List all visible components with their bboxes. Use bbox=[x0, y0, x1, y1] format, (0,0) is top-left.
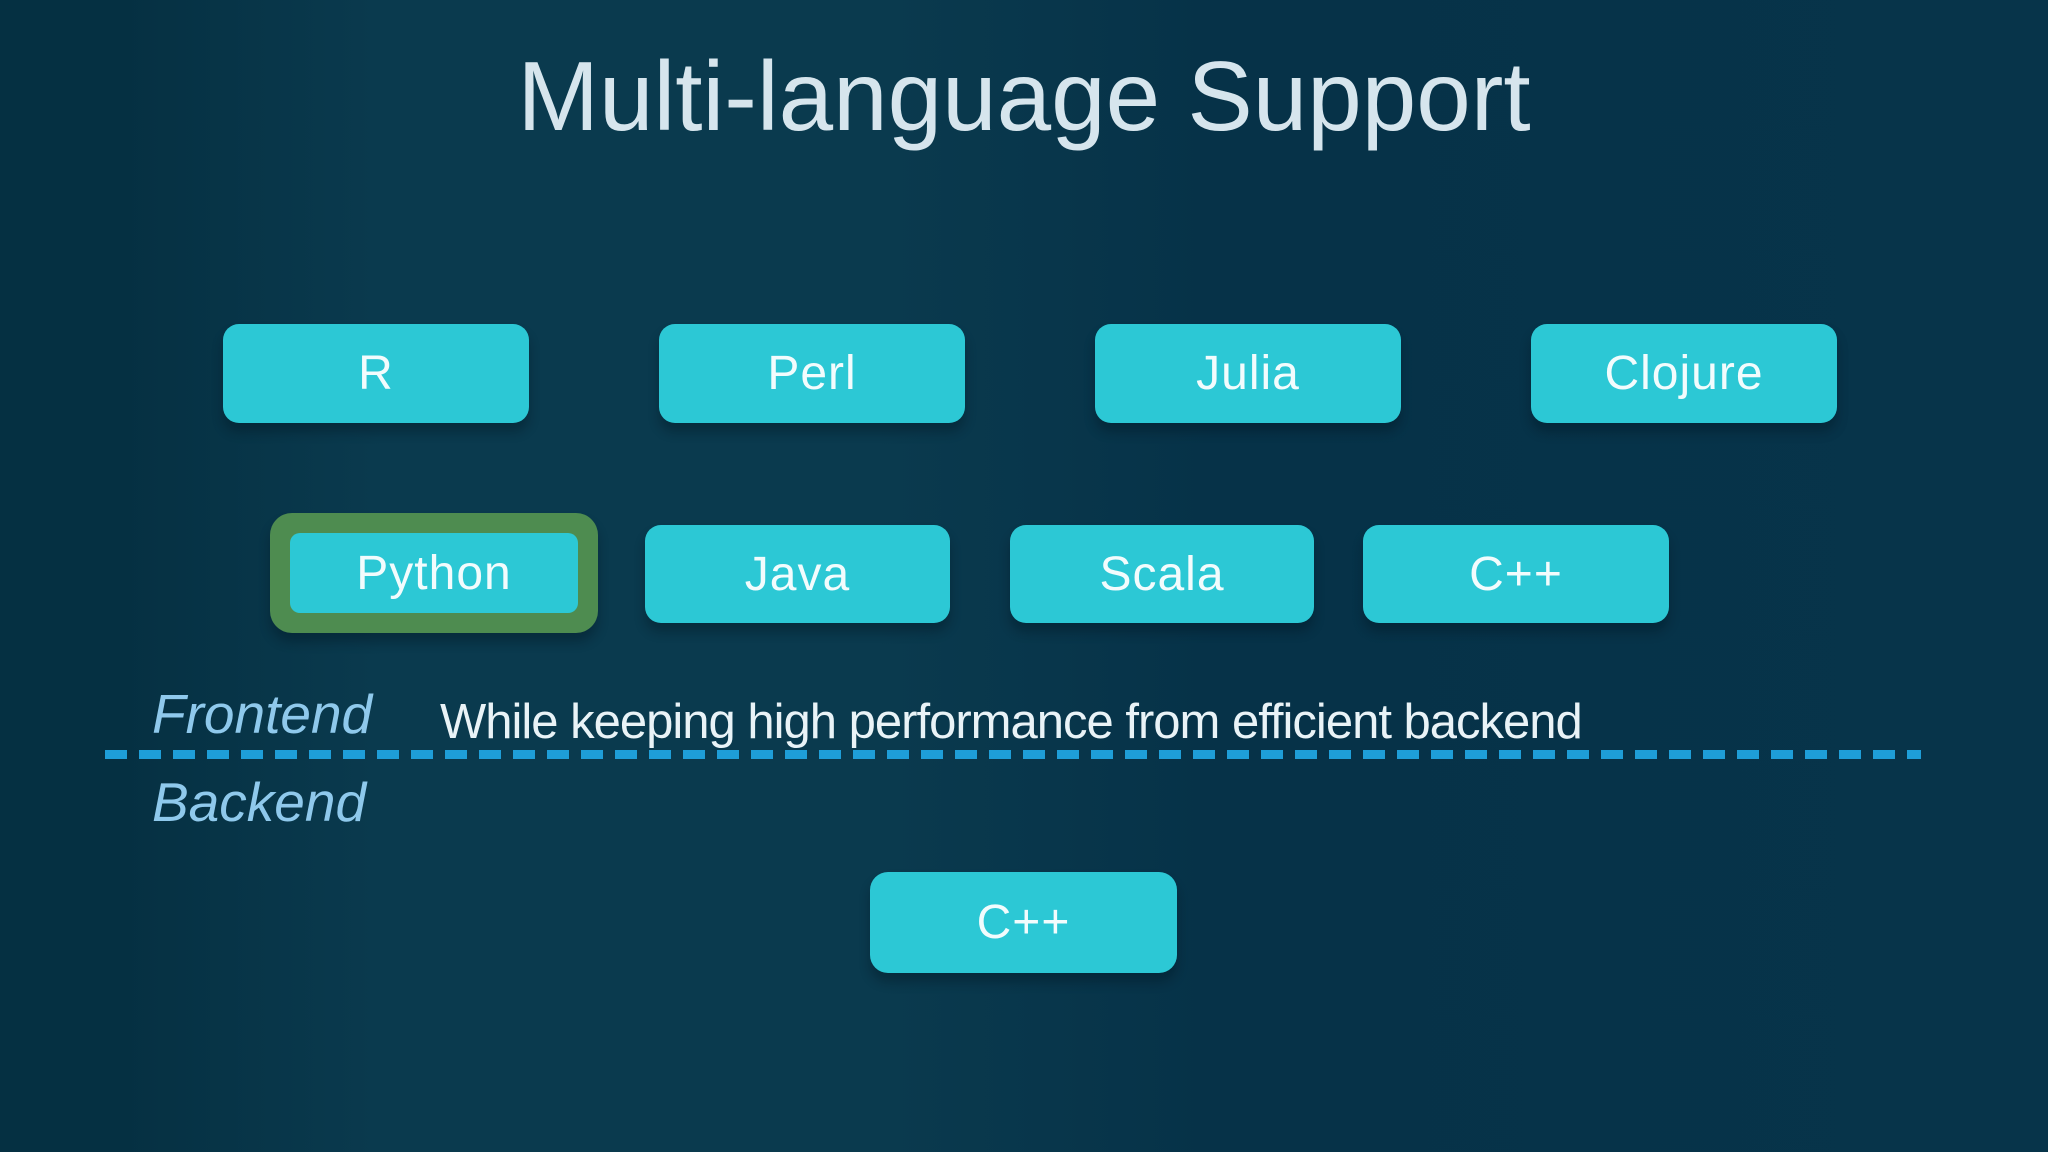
language-label-java: Java bbox=[744, 547, 851, 601]
language-box-cpp-backend: C++ bbox=[870, 872, 1177, 973]
language-box-r: R bbox=[223, 324, 529, 423]
language-box-cpp-frontend: C++ bbox=[1363, 525, 1669, 623]
language-label-clojure: Clojure bbox=[1604, 347, 1764, 400]
language-box-python: Python bbox=[290, 533, 578, 613]
backend-section-label: Backend bbox=[152, 771, 367, 833]
language-label-python: Python bbox=[356, 546, 512, 600]
frontend-backend-divider-line bbox=[105, 750, 1921, 759]
frontend-section-label: Frontend bbox=[152, 683, 373, 745]
language-box-scala: Scala bbox=[1010, 525, 1314, 623]
performance-caption: While keeping high performance from effi… bbox=[440, 695, 1583, 749]
language-label-perl: Perl bbox=[767, 347, 857, 400]
language-box-perl: Perl bbox=[659, 324, 965, 423]
language-label-cpp-frontend: C++ bbox=[1469, 547, 1563, 601]
language-label-scala: Scala bbox=[1099, 547, 1225, 601]
language-box-clojure: Clojure bbox=[1531, 324, 1837, 423]
language-label-cpp-backend: C++ bbox=[976, 896, 1071, 949]
language-box-java: Java bbox=[645, 525, 950, 623]
language-label-julia: Julia bbox=[1196, 347, 1300, 400]
python-highlight-ring: Python bbox=[270, 513, 598, 633]
language-label-r: R bbox=[358, 347, 394, 400]
language-box-julia: Julia bbox=[1095, 324, 1401, 423]
slide-title: Multi-language Support bbox=[517, 41, 1531, 151]
